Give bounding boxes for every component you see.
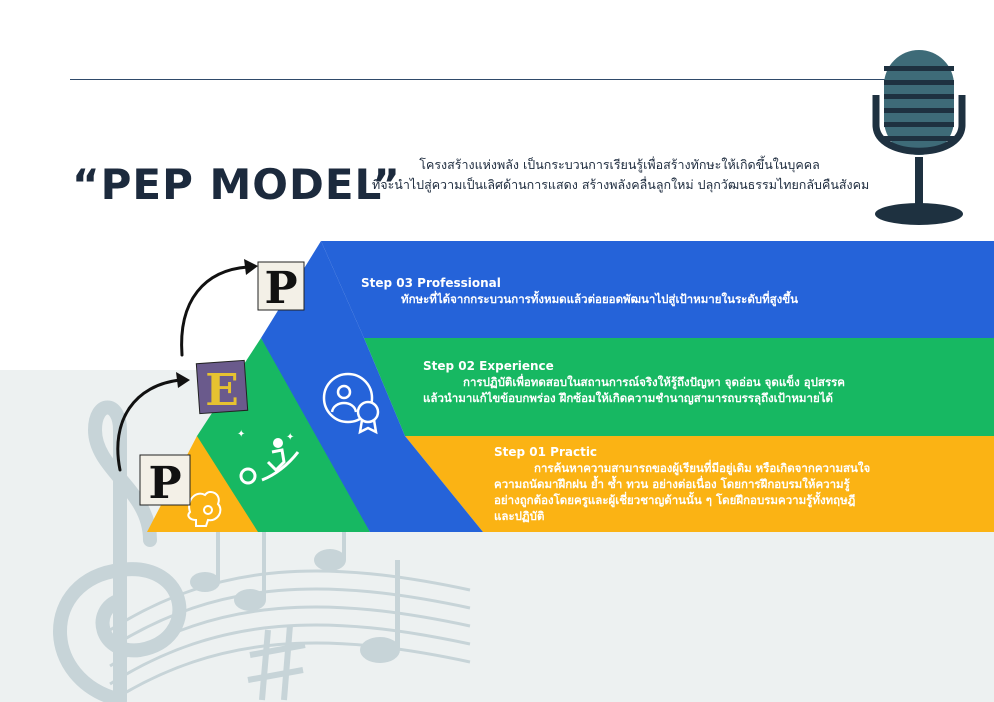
step1-title: Step 01 Practic — [494, 445, 598, 459]
triangle-blue — [261, 241, 483, 532]
letter-tile-e: E — [195, 359, 249, 416]
step2-title: Step 02 Experience — [423, 359, 554, 373]
letter-p-top: P — [264, 263, 297, 314]
sharp-icon — [247, 624, 306, 701]
step1-text: Step 01 Practic การค้นหาความสามารถของผู้… — [494, 445, 934, 524]
page-subtitle: โครงสร้างแห่งพลัง เป็นกระบวนการเรียนรู้เ… — [372, 155, 870, 195]
svg-text:✦: ✦ — [237, 429, 245, 440]
page-title: “PEP MODEL” — [72, 160, 401, 209]
letter-tile-p-bottom: P — [139, 454, 191, 509]
climbing-person-icon: ✦ ✦ — [237, 429, 300, 485]
triangle-yellow — [147, 436, 258, 532]
arrowhead-icon — [176, 259, 258, 388]
letter-e: E — [205, 365, 239, 416]
step3-text: Step 03 Professional ทักษะที่ได้จากกระบว… — [361, 276, 921, 307]
band-step1 — [405, 436, 994, 532]
step1-desc-line: อย่างถูกต้องโดยครูและผู้เชี่ยวชาญด้านนั้… — [494, 493, 856, 507]
header-divider — [70, 79, 890, 80]
step3-title: Step 03 Professional — [361, 276, 501, 290]
microphone-icon — [872, 50, 966, 225]
treble-clef-icon — [53, 400, 187, 702]
step3-desc: ทักษะที่ได้จากกระบวนการทั้งหมดแล้วต่อยอด… — [401, 292, 799, 306]
band-step3 — [321, 241, 994, 338]
step2-desc-line: การปฏิบัติเพื่อทดสอบในสถานการณ์จริงให้รู… — [463, 375, 845, 389]
svg-text:✦: ✦ — [286, 432, 294, 443]
arrow-icon — [116, 265, 250, 472]
step2-desc-line: แล้วนำมาแก้ไขข้อบกพร่อง ฝึกซ้อมให้เกิดคว… — [423, 391, 833, 405]
letter-p-bottom: P — [148, 458, 181, 509]
award-person-icon — [322, 372, 380, 435]
subtitle-line: ที่จะนำไปสู่ความเป็นเลิศด้านการแสดง สร้า… — [372, 177, 870, 192]
brain-gear-icon — [187, 491, 222, 527]
subtitle-line: โครงสร้างแห่งพลัง เป็นกระบวนการเรียนรู้เ… — [419, 157, 820, 172]
step2-text: Step 02 Experience การปฏิบัติเพื่อทดสอบใ… — [423, 359, 923, 406]
step1-desc-line: การค้นหาความสามารถของผู้เรียนที่มีอยู่เด… — [534, 461, 871, 475]
band-step2 — [364, 338, 994, 436]
letter-tile-p-top: P — [257, 261, 305, 314]
step1-desc-line: และปฏิบัติ — [494, 509, 545, 523]
step1-desc-line: ความถนัดมาฝึกฝน ย้ำ ซ้ำ ทวน อย่างต่อเนื่… — [494, 477, 850, 491]
